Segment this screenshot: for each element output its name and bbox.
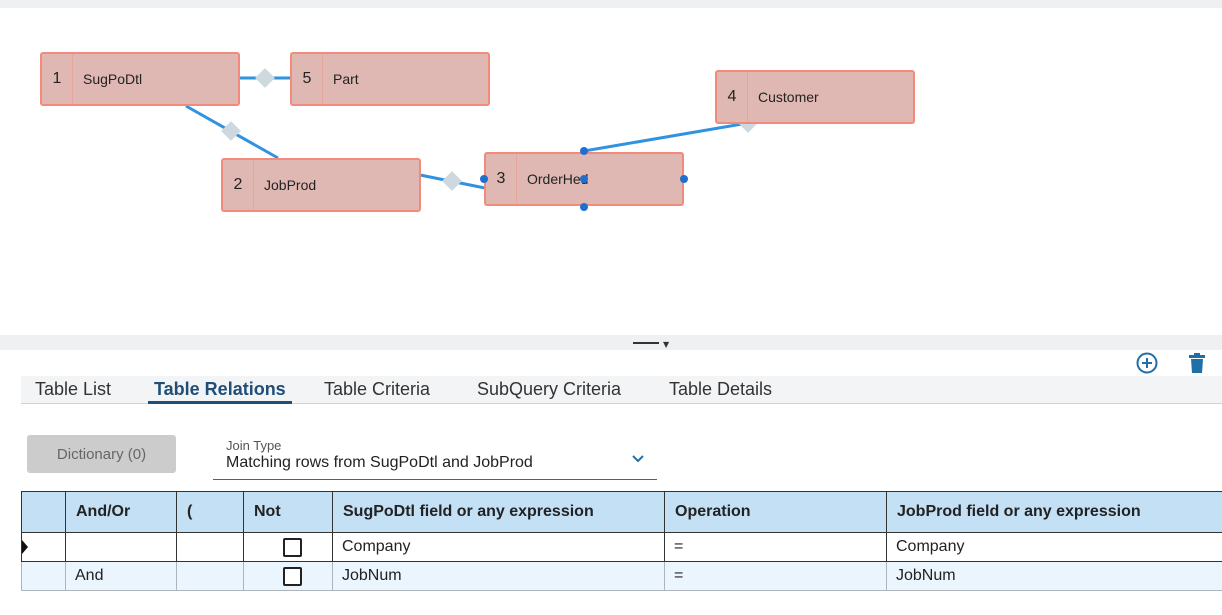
table-node-name: JobProd	[264, 177, 317, 193]
row-selector-header	[21, 491, 66, 533]
join-type-select[interactable]: Join Type Matching rows from SugPoDtl an…	[213, 436, 657, 480]
column-header-right-field[interactable]: JobProd field or any expression	[886, 491, 1222, 533]
column-header-and-or[interactable]: And/Or	[65, 491, 177, 533]
tab-table-relations[interactable]: Table Relations	[148, 376, 292, 404]
table-node-sugpodtl[interactable]: 1 SugPoDtl	[40, 52, 240, 106]
cell-and-or[interactable]: And	[65, 561, 177, 591]
cell-operation[interactable]: =	[664, 561, 887, 591]
table-row[interactable]: Company = Company	[21, 532, 1222, 562]
dictionary-button[interactable]: Dictionary (0)	[27, 435, 176, 473]
not-checkbox[interactable]	[283, 537, 302, 557]
cell-right-field[interactable]: Company	[886, 532, 1222, 562]
cell-right-field[interactable]: JobNum	[886, 561, 1222, 591]
table-node-name: SugPoDtl	[83, 71, 143, 87]
table-node-name: Customer	[758, 89, 819, 105]
table-node-jobprod[interactable]: 2 JobProd	[221, 158, 421, 212]
table-node-part[interactable]: 5 Part	[290, 52, 490, 106]
link-handle-icon	[255, 68, 275, 88]
trash-icon	[1189, 353, 1205, 373]
cell-not[interactable]	[243, 561, 333, 591]
not-checkbox[interactable]	[283, 566, 302, 586]
tab-table-details[interactable]: Table Details	[669, 379, 773, 399]
table-node-number: 5	[292, 54, 323, 104]
panel-splitter[interactable]: ▼	[0, 335, 1222, 350]
current-row-icon	[22, 539, 28, 554]
tab-table-criteria[interactable]: Table Criteria	[324, 379, 431, 399]
tab-table-list[interactable]: Table List	[35, 379, 112, 399]
tab-subquery-criteria[interactable]: SubQuery Criteria	[477, 379, 622, 399]
join-type-label: Join Type	[226, 438, 282, 453]
cell-left-field[interactable]: Company	[332, 532, 665, 562]
table-node-number: 3	[486, 154, 517, 204]
table-node-number: 1	[42, 54, 73, 104]
link-handle-icon	[442, 171, 462, 191]
cell-paren[interactable]	[176, 561, 244, 591]
relation-actions	[1062, 350, 1222, 376]
link-handle-icon	[221, 121, 241, 141]
table-node-name: OrderHed	[527, 171, 589, 187]
table-node-orderhed[interactable]: 3 OrderHed	[484, 152, 684, 206]
tab-bar: Table List Table Relations Table Criteri…	[21, 376, 1222, 404]
table-row[interactable]: And JobNum = JobNum	[21, 561, 1222, 591]
relations-grid: And/Or ( Not SugPoDtl field or any expre…	[21, 491, 1222, 591]
table-node-name: Part	[333, 71, 359, 87]
cell-not[interactable]	[243, 532, 333, 562]
table-node-number: 4	[717, 72, 748, 122]
splitter-arrow-icon[interactable]: ▼	[663, 340, 670, 349]
row-selector[interactable]	[21, 561, 66, 591]
add-relation-button[interactable]	[1134, 350, 1160, 376]
join-type-value: Matching rows from SugPoDtl and JobProd	[226, 454, 533, 471]
column-header-left-field[interactable]: SugPoDtl field or any expression	[332, 491, 665, 533]
plus-circle-icon	[1136, 352, 1158, 374]
row-selector[interactable]	[21, 532, 66, 562]
grid-header-row: And/Or ( Not SugPoDtl field or any expre…	[21, 491, 1222, 533]
column-header-not[interactable]: Not	[243, 491, 333, 533]
splitter-grip-icon[interactable]	[633, 342, 659, 344]
diagram-canvas[interactable]: 1 SugPoDtl 5 Part 4 Customer 2 JobProd 3…	[0, 8, 1222, 335]
cell-operation[interactable]: =	[664, 532, 887, 562]
cell-and-or[interactable]	[65, 532, 177, 562]
column-header-paren[interactable]: (	[176, 491, 244, 533]
delete-relation-button[interactable]	[1184, 350, 1210, 376]
link-orderhed-customer	[583, 121, 749, 153]
cell-left-field[interactable]: JobNum	[332, 561, 665, 591]
top-strip	[0, 0, 1222, 8]
table-node-customer[interactable]: 4 Customer	[715, 70, 915, 124]
table-node-number: 2	[223, 160, 254, 210]
chevron-down-icon	[632, 455, 644, 463]
column-header-operation[interactable]: Operation	[664, 491, 887, 533]
cell-paren[interactable]	[176, 532, 244, 562]
